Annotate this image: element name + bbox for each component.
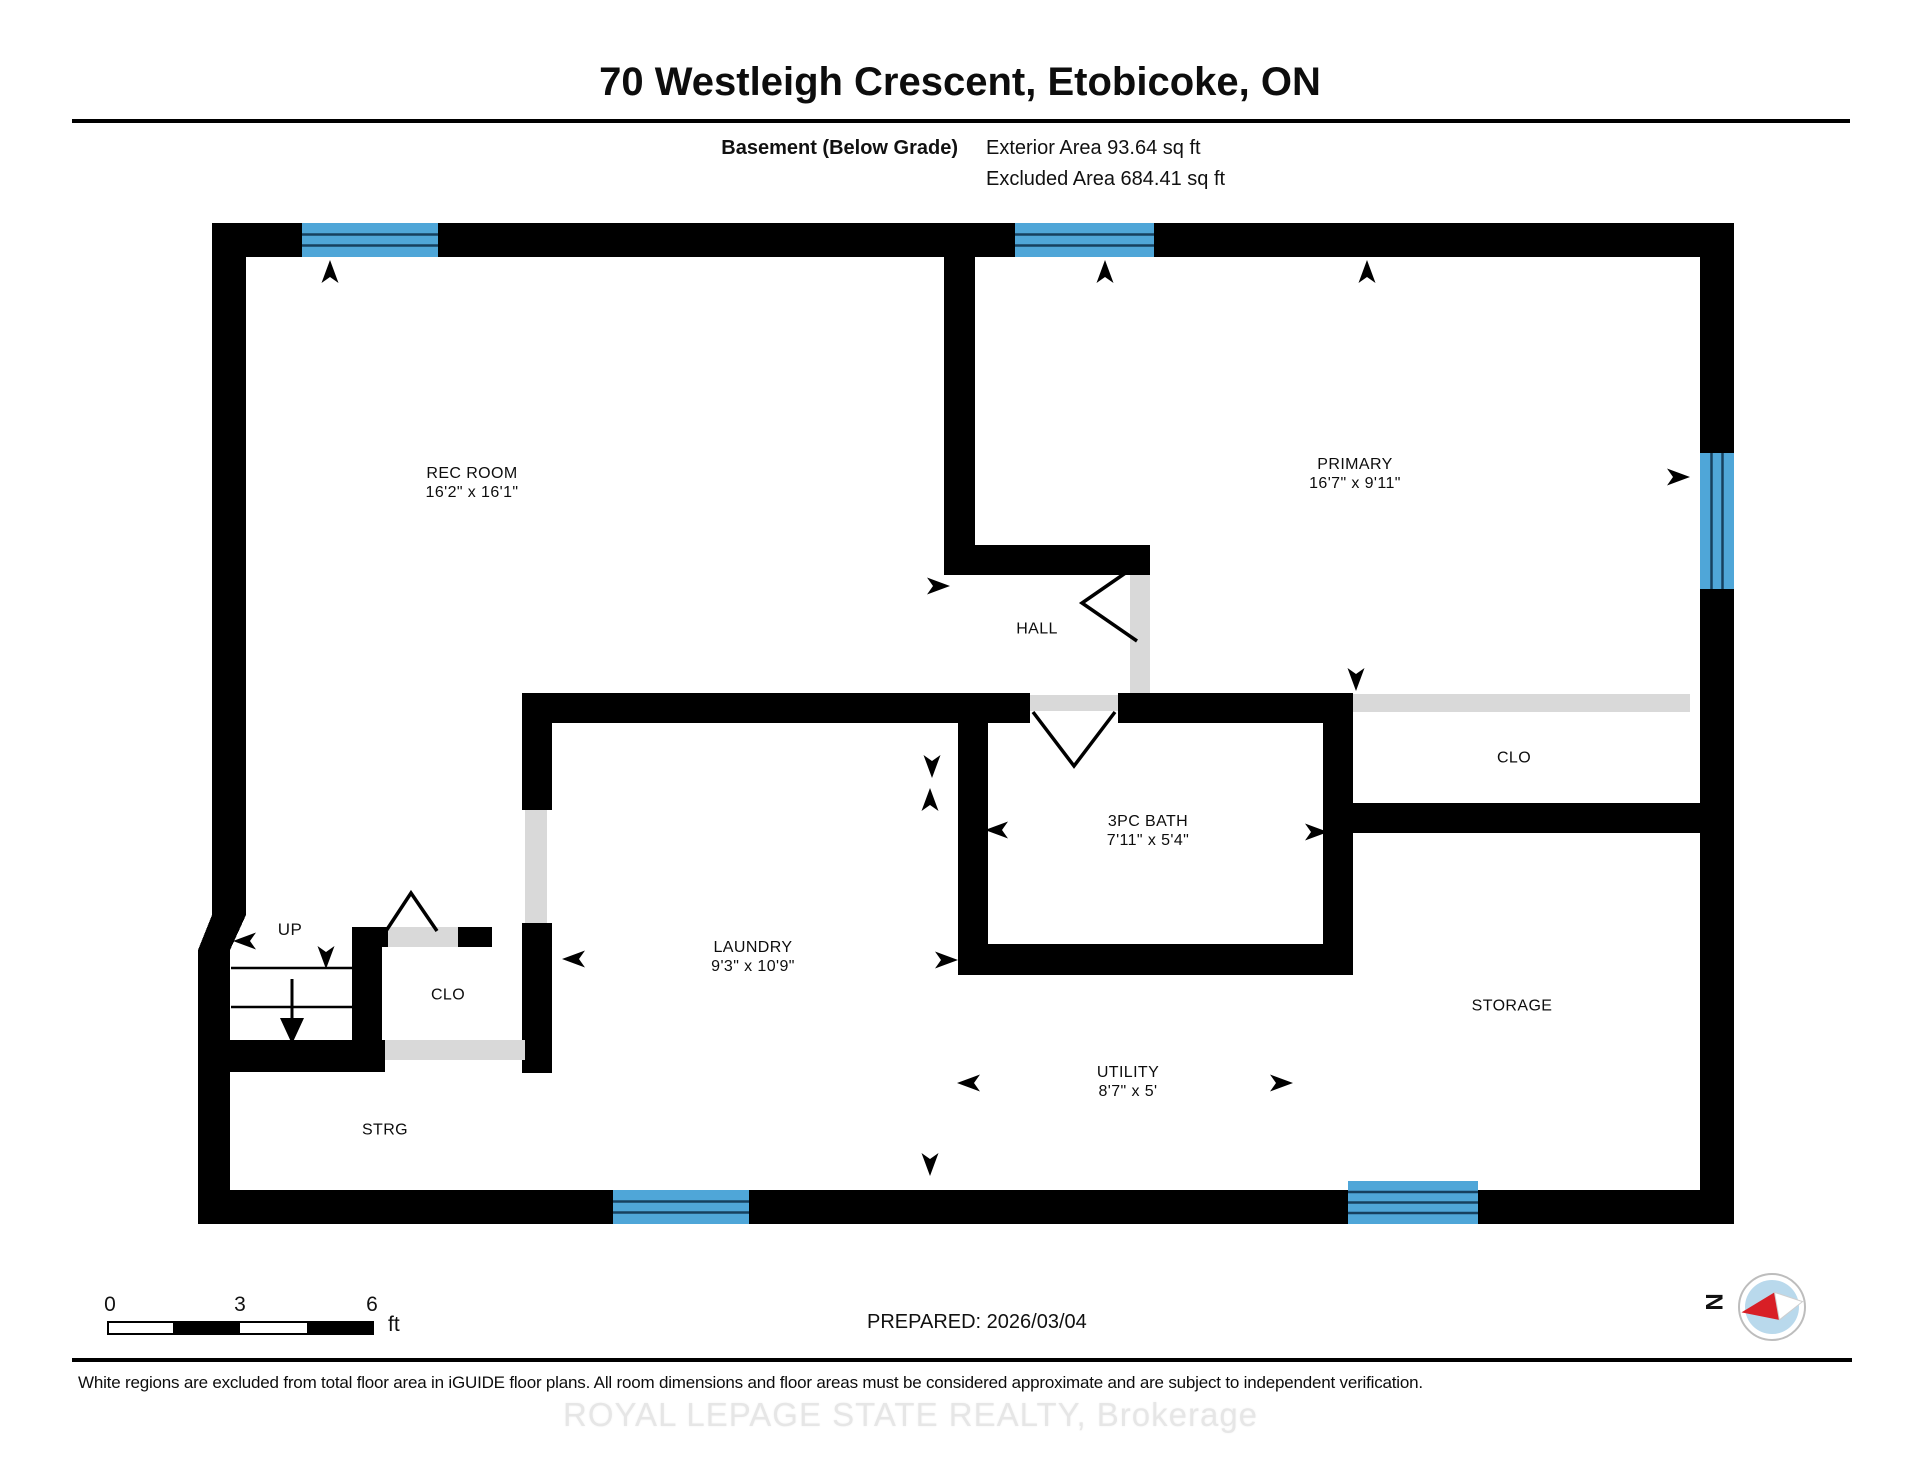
wall-bath-left — [958, 723, 988, 944]
scale-tick-3: 3 — [234, 1293, 246, 1316]
wall-storage-top — [1353, 803, 1700, 833]
room-label-storage: STORAGE — [1471, 997, 1553, 1015]
scale-tick-0: 0 — [104, 1293, 116, 1316]
room-label-rec-room: REC ROOM 16'2" x 16'1" — [425, 465, 519, 501]
bath-door-sill — [1030, 695, 1118, 711]
stair-arrow-head-icon — [280, 1018, 304, 1044]
down-arrow-icon — [1347, 668, 1365, 691]
wall-bath-top — [1118, 693, 1353, 723]
wall-closet-top-a — [352, 927, 388, 947]
right-arrow-icon — [927, 577, 950, 595]
wall-stairs-bottom — [230, 1040, 385, 1072]
wall-laundry-top — [522, 693, 1030, 723]
down-arrow-icon — [923, 755, 941, 778]
door-openings — [385, 575, 1690, 1060]
excluded-area-text: Excluded Area 684.41 sq ft — [986, 168, 1226, 190]
wall-laundry-left-lower — [522, 923, 552, 1073]
closet-right-sill — [1353, 694, 1690, 712]
door-swings — [384, 563, 1138, 932]
closet-door-swing — [384, 889, 439, 932]
wall-right — [1700, 223, 1734, 1224]
closet-bottom-sill — [385, 1040, 525, 1060]
laundry-door-jamb — [525, 810, 547, 923]
stairs-up-label: UP — [277, 920, 303, 939]
closet-top-sill — [388, 927, 458, 947]
prepared-date: PREPARED: 2026/03/04 — [867, 1311, 1087, 1333]
wall-left-upper — [212, 223, 246, 915]
right-arrow-icon — [1667, 468, 1690, 486]
room-label-laundry: LAUNDRY 9'3" x 10'9" — [711, 939, 795, 975]
up-arrow-icon — [1096, 260, 1114, 283]
down-arrow-icon — [317, 946, 335, 969]
disclaimer-text: White regions are excluded from total fl… — [78, 1373, 1423, 1392]
wall-left-lower — [198, 950, 230, 1194]
compass-icon — [1738, 1273, 1806, 1341]
scale-bar — [107, 1321, 374, 1335]
compass-needle-north — [1741, 1292, 1780, 1320]
right-arrow-icon — [935, 951, 958, 969]
compass-needle-south — [1773, 1291, 1804, 1321]
bath-door-swing — [1031, 710, 1117, 769]
walls — [198, 223, 1734, 1224]
scale-unit-label: ft — [388, 1313, 400, 1336]
left-arrow-icon — [562, 950, 585, 968]
room-label-bath: 3PC BATH 7'11" x 5'4" — [1106, 813, 1190, 849]
wall-bath-bottom — [958, 944, 1353, 975]
scale-tick-6: 6 — [366, 1293, 378, 1316]
wall-bottom — [198, 1190, 1734, 1224]
window-right — [1700, 453, 1734, 589]
wall-top — [212, 223, 1734, 257]
wall-left-diagonal — [198, 915, 246, 950]
room-label-utility: UTILITY 8'7" x 5' — [1096, 1064, 1160, 1100]
wall-laundry-left-upper — [522, 693, 552, 810]
room-label-closet-left: CLO — [430, 986, 466, 1004]
hall-door-swing — [1078, 563, 1138, 643]
wall-closet-top-b — [458, 927, 492, 947]
up-arrow-icon — [321, 260, 339, 283]
window-top-left — [302, 223, 438, 257]
hall-door-jamb — [1130, 575, 1150, 693]
wall-rec-primary — [944, 257, 975, 575]
down-arrow-icon — [921, 1153, 939, 1176]
wall-bath-right — [1323, 693, 1353, 975]
floor-label: Basement (Below Grade) — [721, 137, 958, 159]
room-label-primary: PRIMARY 16'7" x 9'11" — [1309, 456, 1401, 492]
stairs — [231, 966, 352, 1044]
room-label-hall: HALL — [1016, 620, 1058, 638]
compass-north-label: N — [1701, 1293, 1729, 1311]
window-bottom-right — [1348, 1181, 1478, 1224]
windows — [302, 223, 1734, 1224]
brokerage-watermark: ROYAL LEPAGE STATE REALTY, Brokerage — [563, 1396, 1259, 1433]
window-top-middle — [1015, 223, 1154, 257]
exterior-area-text: Exterior Area 93.64 sq ft — [986, 137, 1201, 159]
left-arrow-icon — [957, 1074, 980, 1092]
footer-divider — [72, 1358, 1852, 1362]
wall-hall-top — [944, 545, 1150, 575]
left-arrow-icon — [985, 821, 1008, 839]
right-arrow-icon — [1270, 1074, 1293, 1092]
up-arrow-icon — [1358, 260, 1376, 283]
room-label-strg: STRG — [361, 1121, 409, 1139]
window-bottom-left — [613, 1190, 749, 1224]
up-arrow-icon — [921, 788, 939, 811]
header-divider — [72, 119, 1850, 123]
room-label-closet-right: CLO — [1496, 749, 1532, 767]
page-title: 70 Westleigh Crescent, Etobicoke, ON — [599, 60, 1321, 104]
